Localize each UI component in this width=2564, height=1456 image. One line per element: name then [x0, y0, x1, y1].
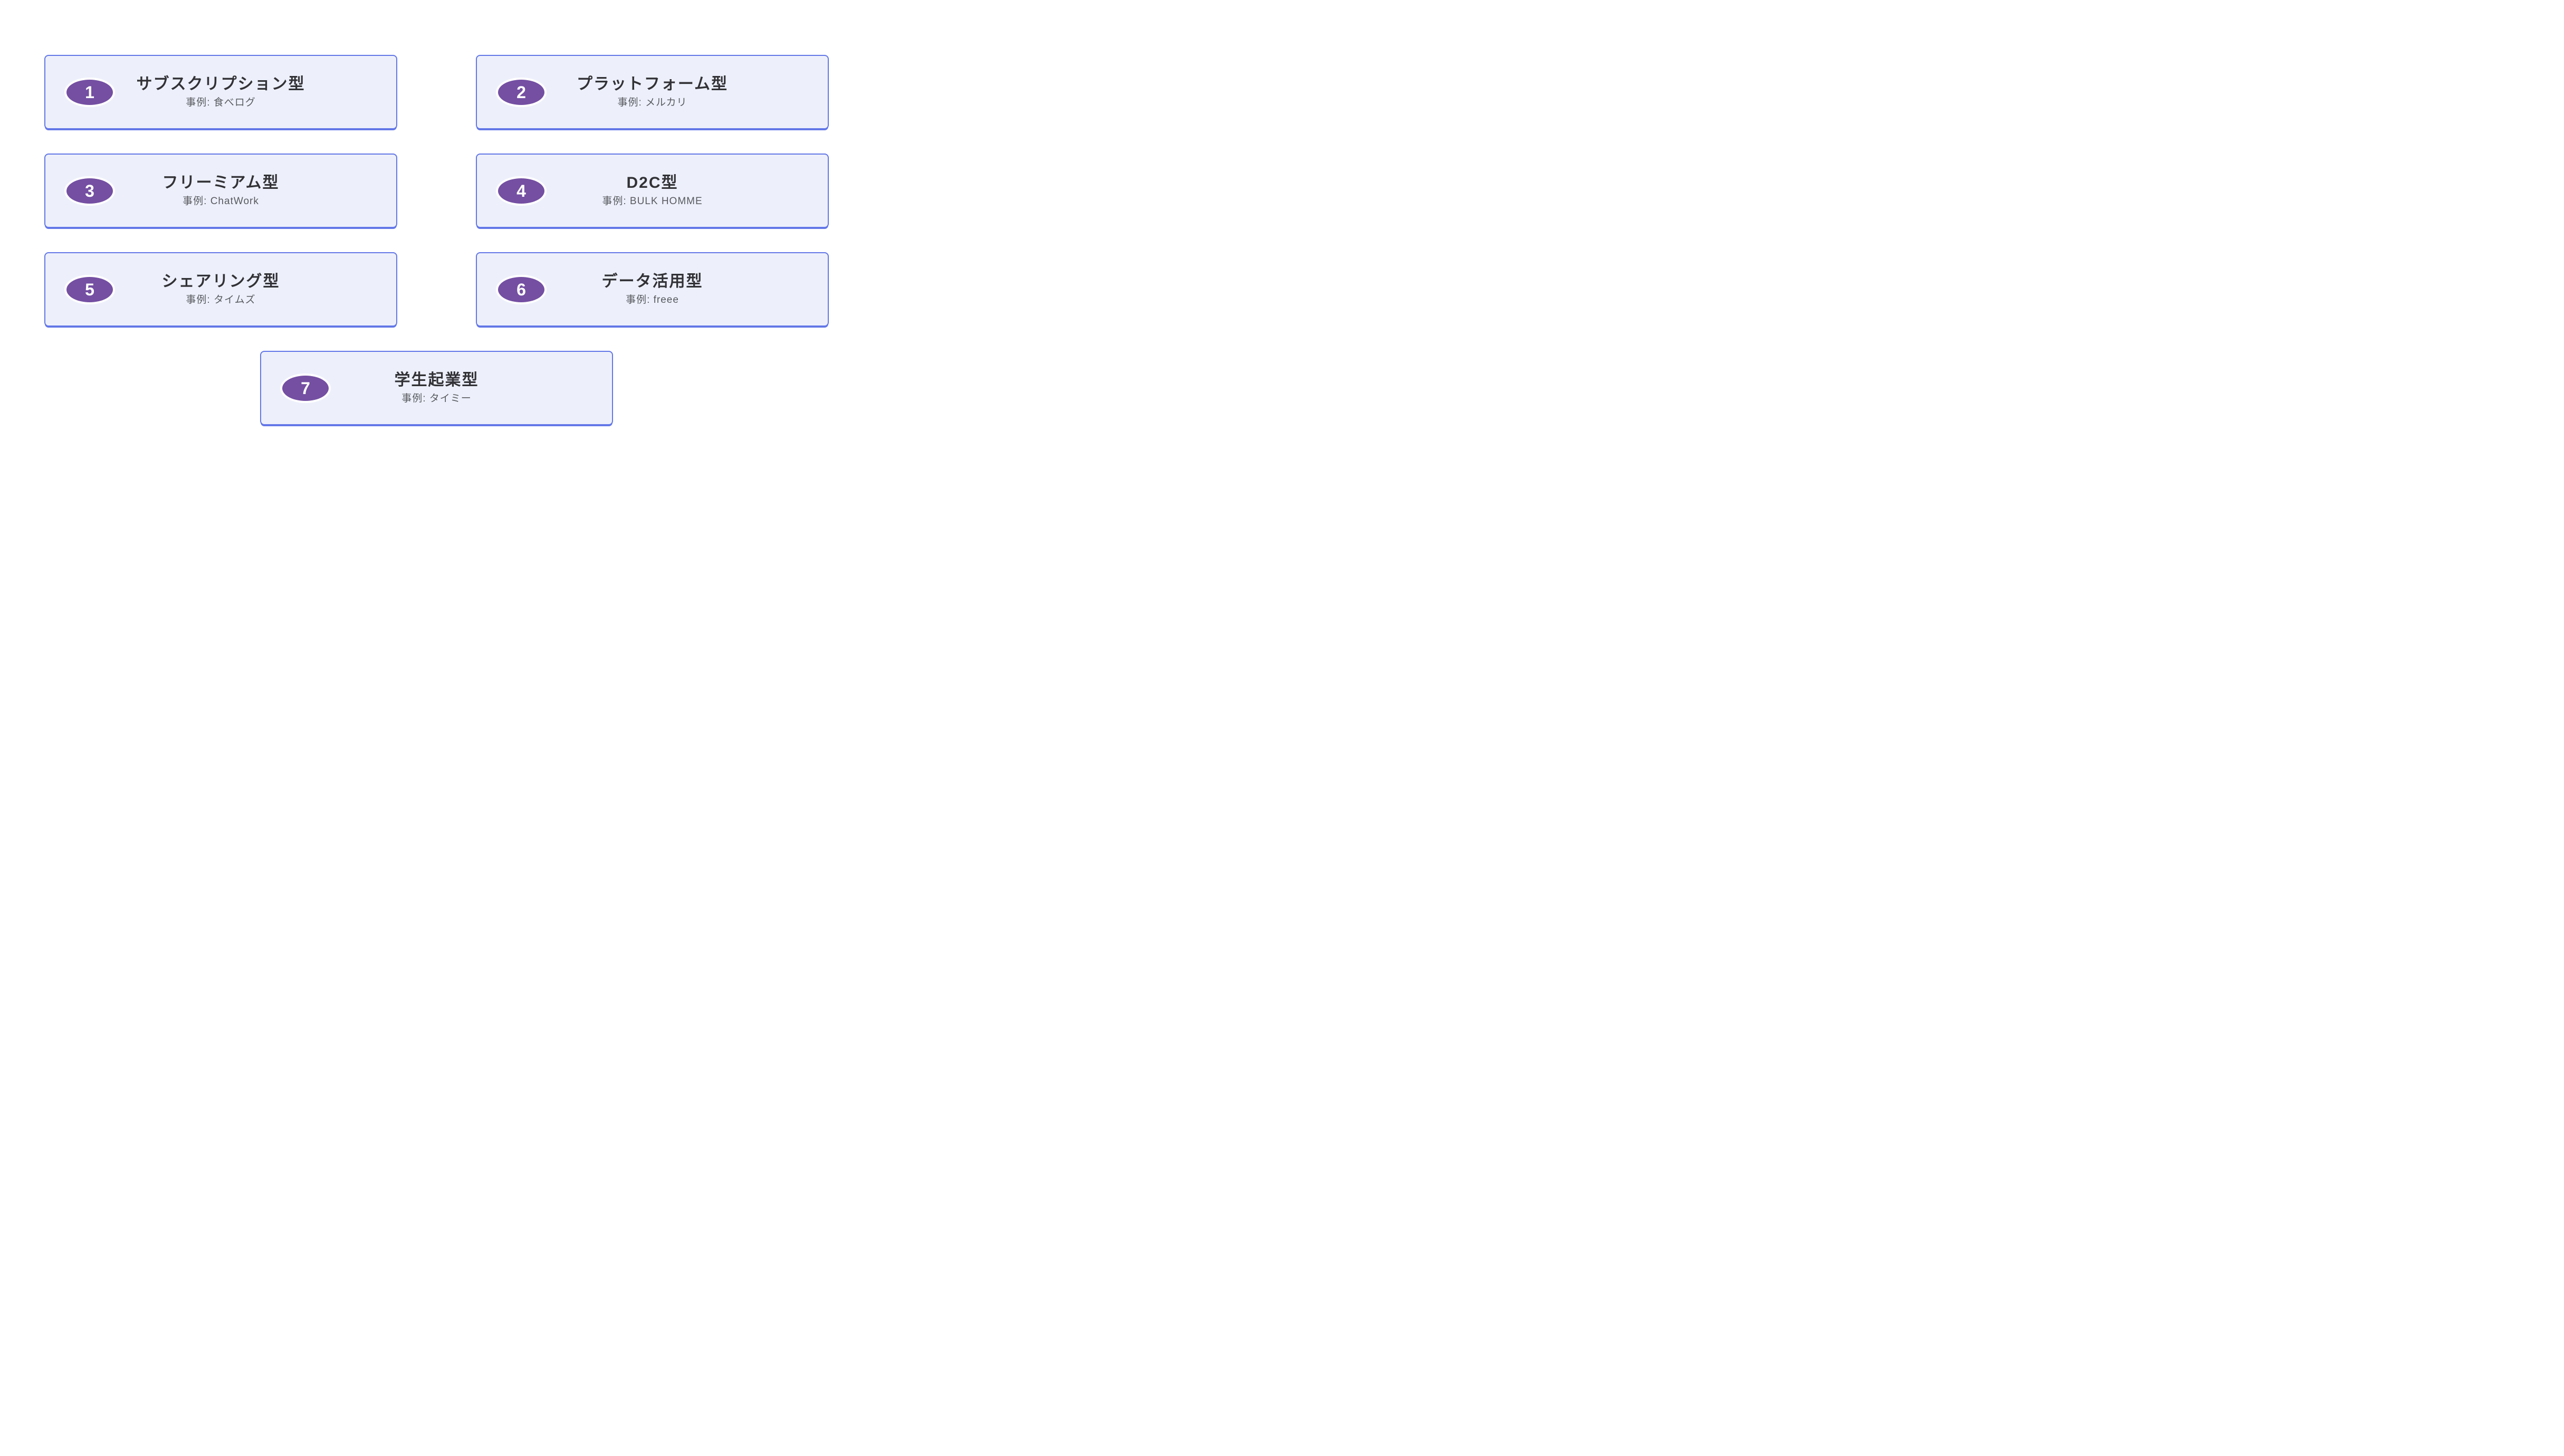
card-text-block: 学生起業型 事例: タイミー: [384, 371, 490, 405]
card-title: データ活用型: [601, 272, 703, 290]
card-example: 事例: メルカリ: [617, 97, 687, 108]
badge-number: 7: [301, 378, 310, 398]
number-badge: 6: [496, 274, 547, 304]
model-card-2: 2 プラットフォーム型 事例: メルカリ: [476, 55, 829, 129]
row-2: 3 フリーミアム型 事例: ChatWork 4 D2C型 事例: BULK H…: [44, 154, 829, 228]
card-example: 事例: タイミー: [401, 392, 472, 404]
card-title: サブスクリプション型: [136, 75, 305, 93]
badge-number: 1: [85, 82, 94, 102]
card-text-block: プラットフォーム型 事例: メルカリ: [566, 75, 739, 109]
badge-number: 3: [85, 181, 94, 200]
number-badge: 5: [64, 274, 115, 304]
number-badge: 2: [496, 77, 547, 107]
badge-number: 2: [516, 82, 526, 102]
model-card-1: 1 サブスクリプション型 事例: 食べログ: [44, 55, 397, 129]
model-card-4: 4 D2C型 事例: BULK HOMME: [476, 154, 829, 228]
card-text-block: サブスクリプション型 事例: 食べログ: [126, 75, 316, 109]
row-3: 5 シェアリング型 事例: タイムズ 6 データ活用型 事例: freee: [44, 252, 829, 327]
number-badge: 3: [64, 176, 115, 206]
model-card-7: 7 学生起業型 事例: タイミー: [260, 351, 613, 425]
card-text-block: シェアリング型 事例: タイムズ: [151, 273, 291, 306]
number-badge: 1: [64, 77, 115, 107]
canvas: { "diagram": { "type": "numbered-card-gr…: [0, 55, 855, 540]
card-example: 事例: 食べログ: [186, 97, 256, 108]
model-card-6: 6 データ活用型 事例: freee: [476, 252, 829, 327]
badge-number: 4: [516, 181, 526, 200]
card-example: 事例: タイムズ: [186, 294, 256, 305]
badge-number: 6: [516, 280, 526, 299]
card-title: 学生起業型: [394, 371, 479, 389]
model-card-3: 3 フリーミアム型 事例: ChatWork: [44, 154, 397, 228]
number-badge: 4: [496, 176, 547, 206]
badge-number: 5: [85, 280, 94, 299]
number-badge: 7: [280, 373, 331, 403]
card-title: シェアリング型: [161, 272, 280, 290]
row-4: 7 学生起業型 事例: タイミー: [44, 351, 829, 425]
card-text-block: D2C型 事例: BULK HOMME: [591, 174, 713, 208]
card-text-block: データ活用型 事例: freee: [591, 273, 714, 306]
row-1: 1 サブスクリプション型 事例: 食べログ 2 プラットフォーム型 事例: メル…: [44, 55, 829, 129]
model-card-5: 5 シェアリング型 事例: タイムズ: [44, 252, 397, 327]
card-title: D2C型: [626, 174, 678, 191]
card-title: フリーミアム型: [162, 174, 280, 191]
card-example: 事例: ChatWork: [183, 195, 259, 207]
card-example: 事例: freee: [626, 294, 679, 305]
diagram-board: 1 サブスクリプション型 事例: 食べログ 2 プラットフォーム型 事例: メル…: [44, 55, 829, 425]
card-text-block: フリーミアム型 事例: ChatWork: [152, 174, 290, 208]
card-title: プラットフォーム型: [576, 75, 729, 93]
card-example: 事例: BULK HOMME: [602, 195, 703, 207]
